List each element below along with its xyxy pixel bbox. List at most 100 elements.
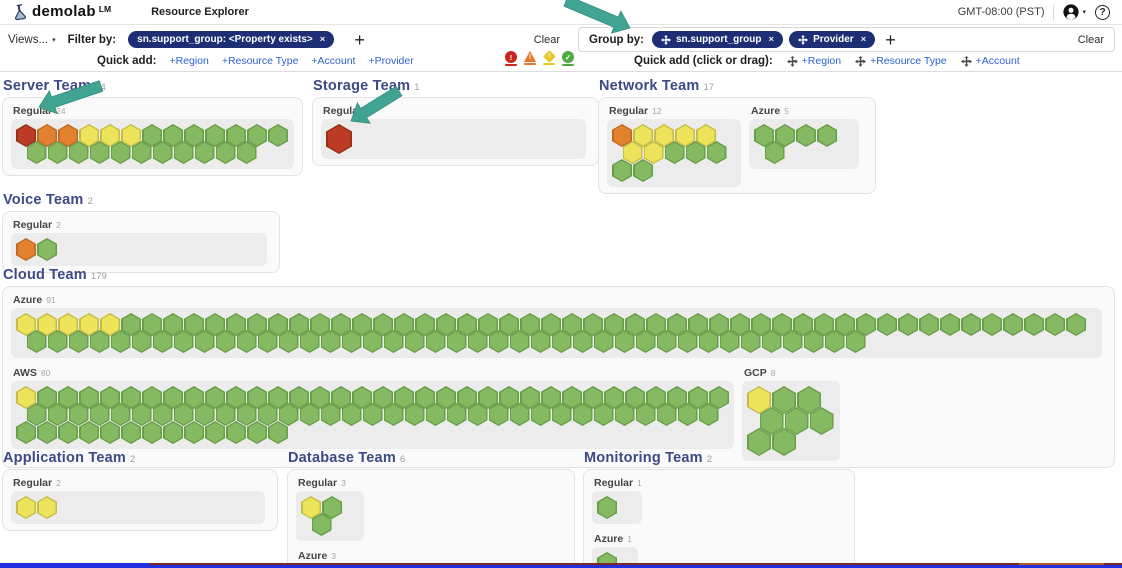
resource-hexagon-healthy[interactable] — [509, 403, 530, 426]
resource-hexagon-healthy[interactable] — [597, 496, 617, 519]
clear-filters-button[interactable]: Clear — [533, 33, 560, 46]
resource-hexagon-healthy[interactable] — [184, 421, 204, 444]
resource-hexagon-healthy[interactable] — [572, 330, 593, 353]
resource-hexagon-healthy[interactable] — [373, 313, 393, 336]
resource-hexagon-healthy[interactable] — [488, 403, 509, 426]
resource-hexagon-healthy[interactable] — [311, 513, 332, 536]
resource-hexagon-healthy[interactable] — [58, 421, 78, 444]
resource-hexagon-healthy[interactable] — [688, 386, 708, 409]
user-menu[interactable]: ▾ — [1063, 4, 1086, 20]
drag-add-resource-type[interactable]: +Resource Type — [855, 55, 947, 67]
resource-hexagon-healthy[interactable] — [37, 238, 57, 261]
resource-hexagon-healthy[interactable] — [383, 403, 404, 426]
resource-hexagon-healthy[interactable] — [740, 330, 761, 353]
resource-hexagon-healthy[interactable] — [205, 421, 225, 444]
resource-hexagon-healthy[interactable] — [320, 403, 341, 426]
resource-hexagon-healthy[interactable] — [856, 313, 876, 336]
resource-hexagon-healthy[interactable] — [215, 403, 236, 426]
resource-hexagon-healthy[interactable] — [751, 313, 771, 336]
resource-hexagon-healthy[interactable] — [352, 313, 372, 336]
resource-hexagon-healthy[interactable] — [754, 124, 774, 147]
resource-hexagon-healthy[interactable] — [1003, 313, 1023, 336]
filter-chip-sn-support-group-property-exists[interactable]: sn.support_group: <Property exists>× — [128, 31, 335, 48]
drag-add-region[interactable]: +Region — [786, 55, 841, 67]
resource-hexagon-healthy[interactable] — [635, 403, 656, 426]
resource-hexagon-healthy[interactable] — [37, 386, 57, 409]
resource-hexagon-healthy[interactable] — [184, 313, 204, 336]
resource-hexagon-healthy[interactable] — [142, 313, 162, 336]
resource-hexagon-healthy[interactable] — [625, 386, 645, 409]
resource-hexagon-healthy[interactable] — [310, 386, 330, 409]
resource-hexagon-healthy[interactable] — [520, 313, 540, 336]
resource-hexagon-healthy[interactable] — [467, 330, 488, 353]
resource-hexagon-healthy[interactable] — [194, 330, 215, 353]
resource-hexagon-healthy[interactable] — [47, 330, 68, 353]
resource-hexagon-healthy[interactable] — [845, 330, 866, 353]
help-button[interactable]: ? — [1095, 4, 1110, 20]
severity-filter-critical-icon[interactable]: ! — [505, 51, 517, 66]
resource-hexagon-healthy[interactable] — [646, 386, 666, 409]
resource-hexagon-healthy[interactable] — [26, 141, 47, 164]
resource-hexagon-healthy[interactable] — [215, 141, 236, 164]
resource-hexagon-warning[interactable] — [79, 313, 99, 336]
resource-hexagon-healthy[interactable] — [331, 313, 351, 336]
resource-hexagon-healthy[interactable] — [322, 496, 342, 519]
resource-hexagon-healthy[interactable] — [719, 330, 740, 353]
resource-hexagon-healthy[interactable] — [404, 330, 425, 353]
resource-hexagon-healthy[interactable] — [677, 330, 698, 353]
resource-hexagon-healthy[interactable] — [593, 403, 614, 426]
resource-hexagon-healthy[interactable] — [100, 386, 120, 409]
resource-hexagon-healthy[interactable] — [184, 386, 204, 409]
resource-hexagon-healthy[interactable] — [257, 403, 278, 426]
resource-hexagon-warning[interactable] — [100, 313, 120, 336]
resource-hexagon-healthy[interactable] — [163, 421, 183, 444]
group-chip-sn-support-group[interactable]: sn.support_group× — [651, 31, 784, 48]
resource-hexagon-healthy[interactable] — [247, 124, 267, 147]
resource-hexagon-healthy[interactable] — [877, 313, 897, 336]
severity-filter-healthy-icon[interactable]: ✓ — [562, 51, 574, 66]
resource-hexagon-healthy[interactable] — [79, 421, 99, 444]
resource-hexagon-healthy[interactable] — [163, 124, 183, 147]
resource-hexagon-healthy[interactable] — [457, 313, 477, 336]
resource-hexagon-healthy[interactable] — [299, 330, 320, 353]
resource-hexagon-healthy[interactable] — [16, 421, 36, 444]
resource-hexagon-warning[interactable] — [16, 313, 36, 336]
resource-hexagon-warning[interactable] — [121, 124, 141, 147]
resource-hexagon-healthy[interactable] — [612, 159, 632, 182]
resource-hexagon-healthy[interactable] — [793, 313, 813, 336]
resource-hexagon-healthy[interactable] — [467, 403, 488, 426]
resource-hexagon-error[interactable] — [612, 124, 632, 147]
resource-hexagon-healthy[interactable] — [121, 421, 141, 444]
resource-hexagon-healthy[interactable] — [205, 124, 225, 147]
resource-hexagon-healthy[interactable] — [331, 386, 351, 409]
resource-hexagon-healthy[interactable] — [664, 141, 685, 164]
resource-hexagon-healthy[interactable] — [131, 141, 152, 164]
resource-hexagon-warning[interactable] — [675, 124, 695, 147]
resource-hexagon-healthy[interactable] — [478, 386, 498, 409]
resource-hexagon-healthy[interactable] — [541, 386, 561, 409]
resource-hexagon-healthy[interactable] — [730, 313, 750, 336]
resource-hexagon-healthy[interactable] — [706, 141, 727, 164]
resource-hexagon-healthy[interactable] — [226, 386, 246, 409]
resource-hexagon-healthy[interactable] — [26, 403, 47, 426]
resource-hexagon-healthy[interactable] — [173, 403, 194, 426]
resource-hexagon-healthy[interactable] — [919, 313, 939, 336]
resource-hexagon-healthy[interactable] — [47, 141, 68, 164]
resource-hexagon-healthy[interactable] — [530, 403, 551, 426]
resource-hexagon-healthy[interactable] — [310, 313, 330, 336]
resource-hexagon-healthy[interactable] — [247, 421, 267, 444]
resource-hexagon-healthy[interactable] — [205, 386, 225, 409]
clear-groups-button[interactable]: Clear — [1077, 33, 1104, 46]
resource-hexagon-healthy[interactable] — [194, 141, 215, 164]
resource-hexagon-healthy[interactable] — [68, 403, 89, 426]
resource-hexagon-healthy[interactable] — [982, 313, 1002, 336]
resource-hexagon-healthy[interactable] — [268, 313, 288, 336]
resource-hexagon-healthy[interactable] — [415, 313, 435, 336]
resource-hexagon-healthy[interactable] — [142, 124, 162, 147]
resource-hexagon-healthy[interactable] — [685, 141, 706, 164]
resource-hexagon-healthy[interactable] — [499, 386, 519, 409]
resource-hexagon-healthy[interactable] — [488, 330, 509, 353]
resource-hexagon-healthy[interactable] — [667, 386, 687, 409]
resource-hexagon-healthy[interactable] — [352, 386, 372, 409]
resource-hexagon-healthy[interactable] — [404, 403, 425, 426]
